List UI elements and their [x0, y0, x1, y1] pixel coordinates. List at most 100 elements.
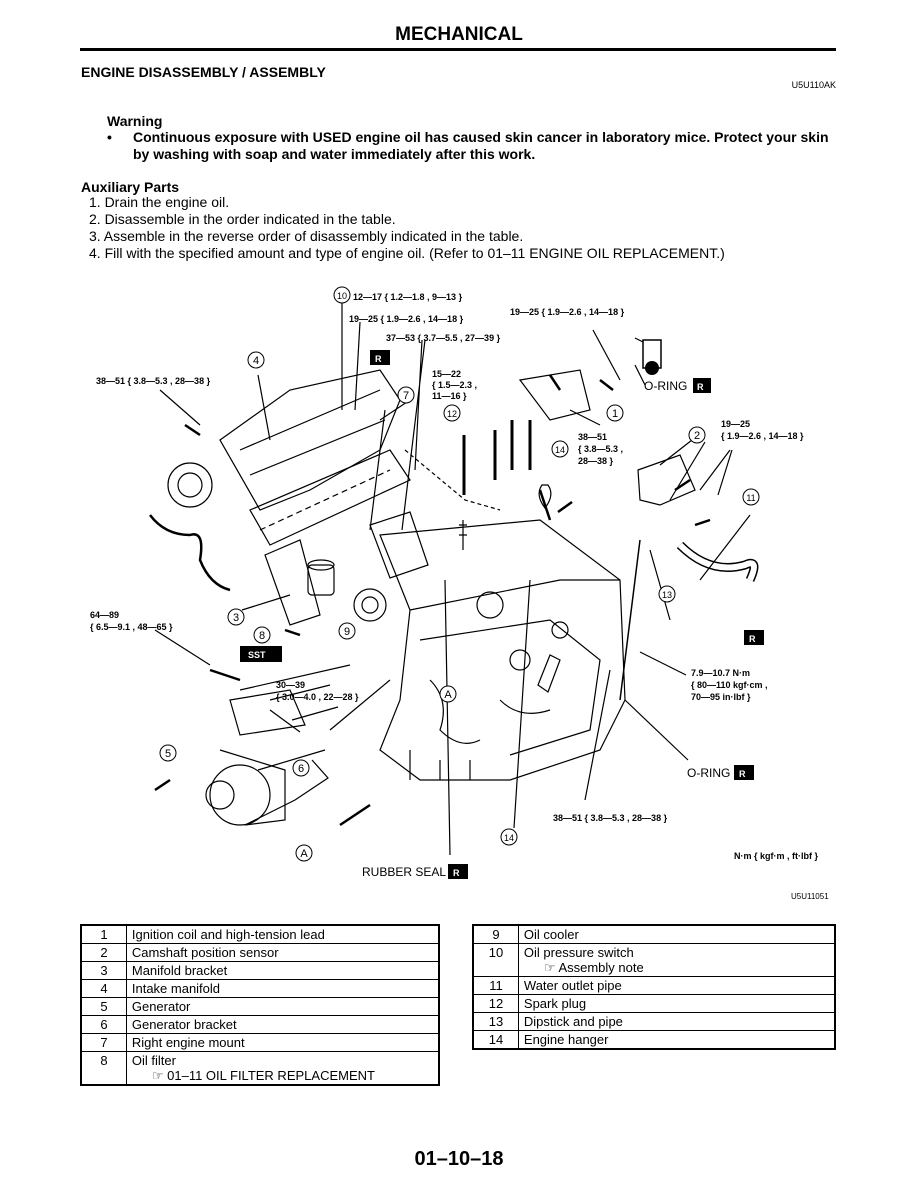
callout-text: 13: [662, 590, 672, 600]
part-name: Camshaft position sensor: [125, 943, 440, 962]
oil-text: OIL: [645, 349, 661, 359]
part-name: Oil cooler: [517, 924, 836, 944]
intake-manifold: [219, 369, 401, 511]
reference-link[interactable]: ☞ Assembly note: [543, 960, 644, 975]
generator-bracket: [229, 689, 306, 736]
reference-link[interactable]: ☞ 01–11 OIL FILTER REPLACEMENT: [151, 1068, 375, 1083]
callout-4: [247, 351, 265, 369]
r-badge-text: R: [749, 634, 756, 644]
engine-block: [379, 519, 626, 781]
units-label: N·m { kgf·m , ft·lbf }: [734, 851, 818, 861]
part-number: 6: [80, 1015, 127, 1034]
callout-7: [397, 386, 415, 404]
torque-label: 19—25: [721, 419, 750, 429]
step-item: 3. Assemble in the reverse order of disa…: [89, 228, 524, 244]
page-number: 01–10–18: [414, 1148, 504, 1170]
callout-13: [658, 585, 676, 603]
part-name: Ignition coil and high-tension lead: [125, 924, 440, 944]
header-rule: [80, 48, 836, 51]
water-pipe-r-badge: [744, 630, 764, 645]
callout-text: A: [444, 689, 452, 701]
torque-label: { 6.5—9.1 , 48—65 }: [90, 622, 173, 632]
rubber-seal-label: RUBBER SEAL: [362, 865, 446, 879]
oring2-r-badge: [734, 765, 754, 780]
engine-exploded-diagram: R R R R R SST OIL 10 4 7 12: [90, 286, 829, 901]
torque-label: 30—39: [276, 680, 305, 690]
callout-10: [333, 286, 351, 304]
section-title: ENGINE DISASSEMBLY / ASSEMBLY: [81, 64, 326, 80]
oring-label: O-RING: [644, 379, 687, 393]
warning-heading: Warning: [107, 113, 163, 129]
torque-label: { 1.9—2.6 , 14—18 }: [721, 431, 804, 441]
torque-label: 38—51 { 3.8—5.3 , 28—38 }: [96, 376, 211, 386]
callout-text: 5: [165, 748, 171, 760]
torque-label: { 3.0—4.0 , 22—28 }: [276, 692, 359, 702]
callout-text: 9: [344, 626, 350, 638]
step-item: 2. Disassemble in the order indicated in…: [89, 211, 396, 227]
part-name: Oil pressure switch☞ Assembly note: [517, 943, 836, 977]
torque-label: 37—53 { 3.7—5.5 , 27—39 }: [386, 333, 501, 343]
torque-label: 64—89: [90, 610, 119, 620]
step-item: 4. Fill with the specified amount and ty…: [89, 245, 725, 261]
part-number: 9: [472, 924, 519, 944]
torque-label: 28—38 }: [578, 456, 614, 466]
part-name: Engine hanger: [517, 1030, 836, 1050]
callout-1: [606, 404, 624, 422]
oring-label: O-RING: [687, 766, 730, 780]
torque-label: { 80—110 kgf·cm ,: [691, 680, 768, 690]
callout-6: [292, 759, 310, 777]
callout-text: 14: [555, 445, 565, 455]
part-number: 1: [80, 924, 127, 944]
callout-2: [688, 426, 706, 444]
oil-filter: [307, 564, 335, 596]
camshaft-position-sensor: [637, 454, 696, 506]
part-name: Manifold bracket: [125, 961, 440, 980]
callout-12: [443, 404, 461, 422]
torque-label: { 1.5—2.3 ,: [432, 380, 477, 390]
engine-hanger: [537, 654, 561, 693]
throttle-body: [167, 462, 213, 508]
torque-label: 11—16 }: [432, 391, 467, 401]
callout-8: [253, 626, 271, 644]
callout-5: [159, 744, 177, 762]
part-number: 7: [80, 1033, 127, 1052]
torque-label: 38—51: [578, 432, 607, 442]
diagram-code: U5U11051: [791, 892, 829, 901]
step-item: 1. Drain the engine oil.: [89, 194, 230, 210]
torque-label: 38—51 { 3.8—5.3 , 28—38 }: [553, 813, 668, 823]
callout-3: [227, 608, 245, 626]
callout-text: 10: [337, 291, 347, 301]
warning-text: Continuous exposure with USED engine oil…: [133, 129, 829, 162]
torque-label: 15—22: [432, 369, 461, 379]
r-badge-text: R: [375, 354, 382, 364]
part-name: Generator: [125, 997, 440, 1016]
manifold-bracket: [264, 539, 321, 626]
callout-text: 11: [746, 493, 755, 503]
oring-r-badge: [693, 378, 711, 393]
callout-text: 14: [504, 833, 514, 843]
callout-text: 7: [403, 390, 409, 402]
auxiliary-heading: Auxiliary Parts: [81, 179, 180, 195]
rubber-seal-r-badge: [370, 350, 390, 365]
r-badge-text: R: [739, 769, 746, 779]
part-number: 8: [80, 1051, 127, 1086]
part-number: 13: [472, 1012, 519, 1031]
r-badge-text: R: [697, 382, 704, 392]
rubber-seal-badge: [448, 864, 468, 879]
callout-text: 4: [253, 355, 259, 367]
dipstick-pipe: [619, 539, 641, 701]
sst-badge: [240, 646, 282, 662]
section-code: U5U110AK: [791, 80, 836, 90]
callout-text: 1: [612, 408, 618, 420]
part-name: Dipstick and pipe: [517, 1012, 836, 1031]
part-number: 4: [80, 979, 127, 998]
